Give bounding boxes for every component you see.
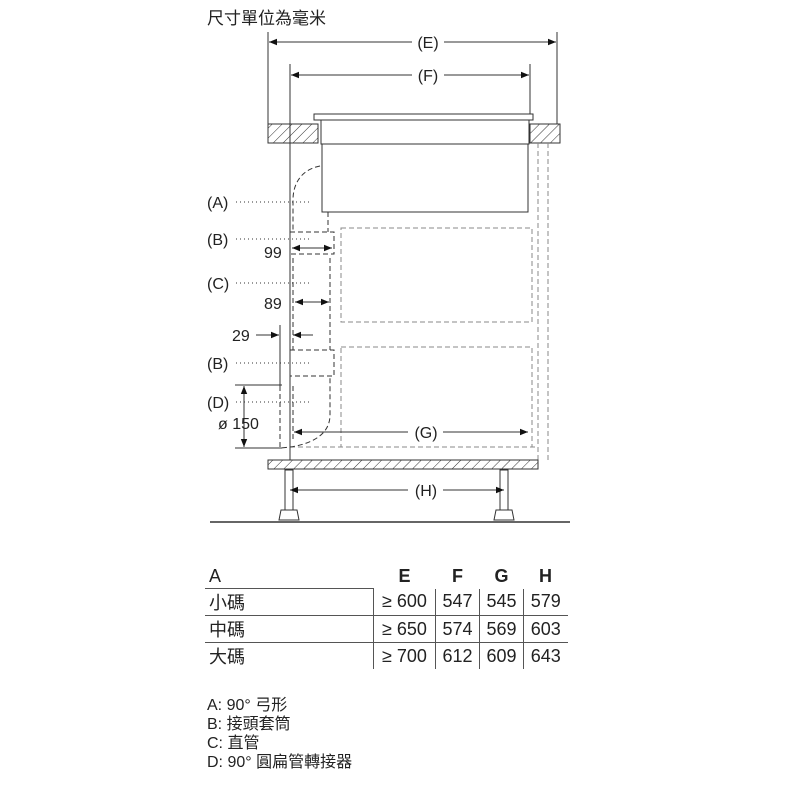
legend-item: B: 接頭套筒	[207, 716, 291, 733]
cell: 609	[479, 642, 524, 669]
dim-89: 89	[264, 296, 282, 313]
cell: 603	[523, 615, 568, 643]
legend: A: 90° 弓形 B: 接頭套筒 C: 直管 D: 90° 圓扁管轉接器	[207, 696, 352, 772]
cell: 545	[479, 588, 524, 616]
label-f: (F)	[418, 68, 438, 85]
legend-item: A: 90° 弓形	[207, 697, 288, 714]
installation-diagram: (E) (F) (G) (H) (A) (B) (C) (B) (D) 99 8…	[207, 32, 570, 523]
cell: 579	[523, 588, 568, 616]
cell: 大碼	[209, 647, 245, 667]
dim-29: 29	[232, 328, 250, 345]
header-g: G	[494, 566, 509, 587]
cell: 643	[523, 642, 568, 669]
cell: 547	[435, 588, 480, 616]
label-g: (G)	[414, 425, 437, 442]
label-h: (H)	[415, 483, 437, 500]
cell: ≥ 600	[373, 588, 436, 616]
label-d: (D)	[207, 395, 229, 412]
legend-item: D: 90° 圓扁管轉接器	[207, 754, 353, 771]
cell: ≥ 700	[373, 642, 436, 669]
header-a: A	[205, 565, 374, 589]
header-f: F	[452, 566, 463, 587]
label-b2: (B)	[207, 356, 228, 373]
dim-99: 99	[264, 245, 282, 262]
label-c: (C)	[207, 276, 229, 293]
cell: 612	[435, 642, 480, 669]
dim-150: ø 150	[218, 416, 259, 433]
label-b1: (B)	[207, 232, 228, 249]
label-a: (A)	[207, 195, 228, 212]
cell: 574	[435, 615, 480, 643]
cell: 中碼	[205, 615, 374, 643]
units-title: 尺寸單位為毫米	[207, 9, 326, 28]
cell: ≥ 650	[373, 615, 436, 643]
header-e: E	[398, 566, 411, 587]
cell: 小碼	[205, 588, 374, 616]
legend-item: C: 直管	[207, 735, 260, 752]
cell: 569	[479, 615, 524, 643]
header-h: H	[539, 566, 552, 587]
label-e: (E)	[417, 35, 438, 52]
